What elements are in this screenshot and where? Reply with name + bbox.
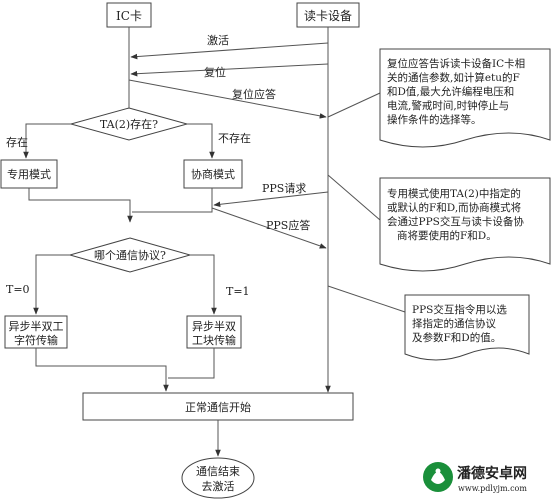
note3-line: 择指定的通信协议 (412, 317, 496, 330)
async-char-line2: 字符传输 (14, 333, 58, 347)
ta2-no-label: 不存在 (218, 131, 251, 145)
async-char-line1: 异步半双工 (9, 319, 64, 333)
end-ellipse (181, 457, 255, 499)
note2-connector (327, 174, 381, 221)
specific-to-protocol-path (28, 188, 133, 223)
note3-line: PPS交互指令用以选 (412, 303, 507, 316)
note1-line: 复位应答告诉读卡设备IC卡相 (387, 57, 525, 70)
normal-comm-box (82, 392, 354, 421)
async-block-line1: 异步半双 (192, 319, 236, 333)
activate-arrow (130, 42, 329, 60)
note1-connector (327, 92, 381, 118)
ta2-decision (69, 107, 189, 141)
note2-line: 或默认的F和D,而协商模式将 (387, 201, 521, 214)
watermark-name: 潘德安卓网 (457, 465, 527, 482)
async-block-line2: 工块传输 (192, 333, 236, 347)
ic-card-label: IC卡 (116, 9, 142, 23)
end-line1: 通信结束 (196, 465, 240, 478)
note2-text: 专用模式使用TA(2)中指定的 或默认的F和D,而协商模式将 会通过PPS交互与… (387, 187, 524, 242)
async-char-box (4, 315, 68, 349)
pps-request-arrow (213, 191, 329, 208)
reset-arrow (130, 63, 329, 77)
ta2-yes-label: 存在 (6, 135, 28, 149)
note2-line: 会通过PPS交互与读卡设备协 (387, 215, 524, 228)
negotiable-mode-label: 协商模式 (191, 167, 235, 181)
end-line2: 去激活 (202, 479, 235, 493)
note1-line: 和D值,最大允许编程电压和 (387, 85, 514, 98)
block-to-normal-path (168, 348, 215, 379)
t0-path (33, 254, 70, 315)
ta2-no-path (187, 123, 215, 159)
negotiable-mode-box (183, 159, 243, 189)
pps-request-label: PPS请求 (262, 182, 306, 195)
ic-card-box (106, 2, 152, 28)
reset-response-arrow (128, 79, 327, 119)
note3-text: PPS交互指令用以选 择指定的通信协议 及参数F和D的值。 (412, 303, 507, 344)
note1-line: 操作条件的选择等。 (387, 113, 482, 126)
note3-shape (404, 294, 530, 361)
ta2-question: TA(2)存在? (100, 117, 158, 131)
note1-shape (379, 48, 551, 148)
note3-connector (327, 285, 406, 313)
note2-line: 商将要使用的F和D。 (397, 229, 497, 242)
note1-text: 复位应答告诉读卡设备IC卡相 关的通信参数,如计算etu的F 和D值,最大允许编… (387, 57, 525, 126)
t1-path (190, 254, 217, 315)
note1-line: 关的通信参数,如计算etu的F (387, 71, 520, 84)
note2-shape (379, 177, 551, 272)
reader-box (296, 2, 360, 28)
note1-line: 电流,警戒时间,时钟停止与 (387, 99, 509, 112)
reset-response-label: 复位应答 (232, 87, 276, 101)
ta2-yes-path (23, 123, 71, 159)
async-block-box (186, 315, 242, 349)
specific-mode-label: 专用模式 (7, 167, 51, 181)
activate-label: 激活 (207, 33, 229, 47)
char-to-normal-path (35, 348, 169, 392)
negotiable-to-protocol-path (132, 188, 213, 213)
normal-comm-label: 正常通信开始 (185, 400, 251, 414)
note2-line: 专用模式使用TA(2)中指定的 (387, 187, 521, 200)
pps-response-label: PPS应答 (266, 218, 310, 232)
reset-label: 复位 (204, 65, 226, 79)
reader-label: 读卡设备 (304, 9, 352, 23)
watermark-logo: 潘德安卓网 www.pdlyjm.com (423, 462, 527, 493)
watermark-url: www.pdlyjm.com (458, 484, 527, 493)
protocol-question: 哪个通信协议? (94, 248, 166, 262)
t1-label: T=1 (226, 285, 250, 298)
note3-line: 及参数F和D的值。 (412, 331, 501, 344)
t0-label: T=0 (6, 283, 30, 296)
pps-response-arrow (211, 207, 327, 249)
protocol-decision (68, 237, 192, 273)
